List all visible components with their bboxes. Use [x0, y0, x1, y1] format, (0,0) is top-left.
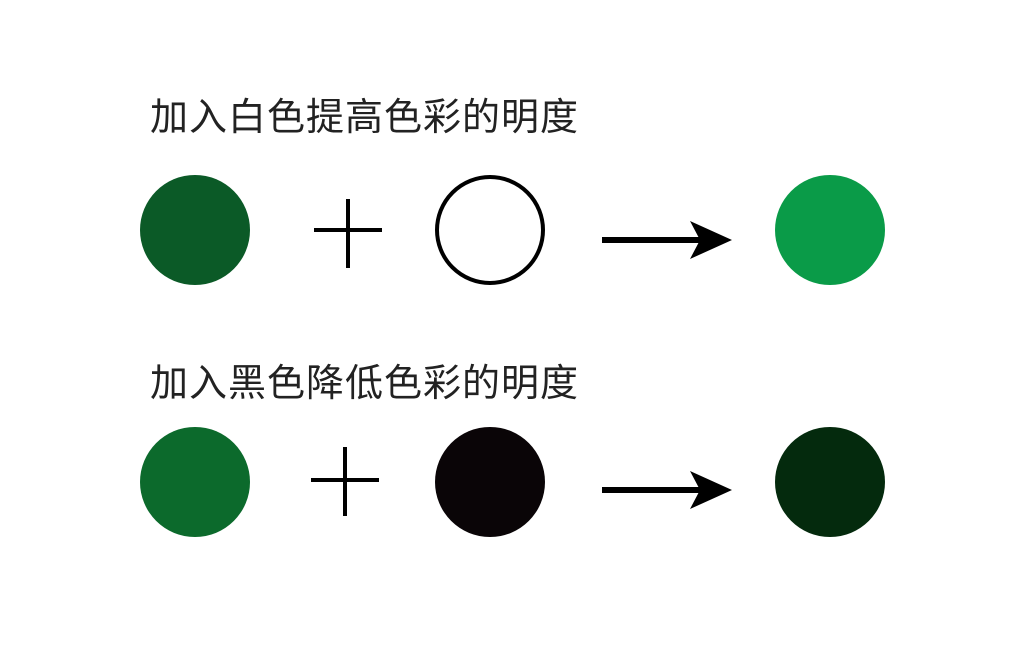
arrow-right-icon [602, 471, 732, 509]
caption-lighten: 加入白色提高色彩的明度 [150, 95, 580, 139]
black-circle [435, 427, 545, 537]
arrow-right-icon [602, 221, 732, 259]
row-darken [140, 427, 885, 537]
darker-green-circle [775, 427, 885, 537]
lighter-green-circle [775, 175, 885, 285]
white-circle [435, 175, 545, 285]
base-green-circle [140, 427, 250, 537]
plus-icon [311, 447, 379, 516]
caption-darken: 加入黑色降低色彩的明度 [150, 361, 580, 405]
row-lighten [140, 175, 885, 285]
base-green-circle [140, 175, 250, 285]
plus-icon [314, 199, 382, 268]
